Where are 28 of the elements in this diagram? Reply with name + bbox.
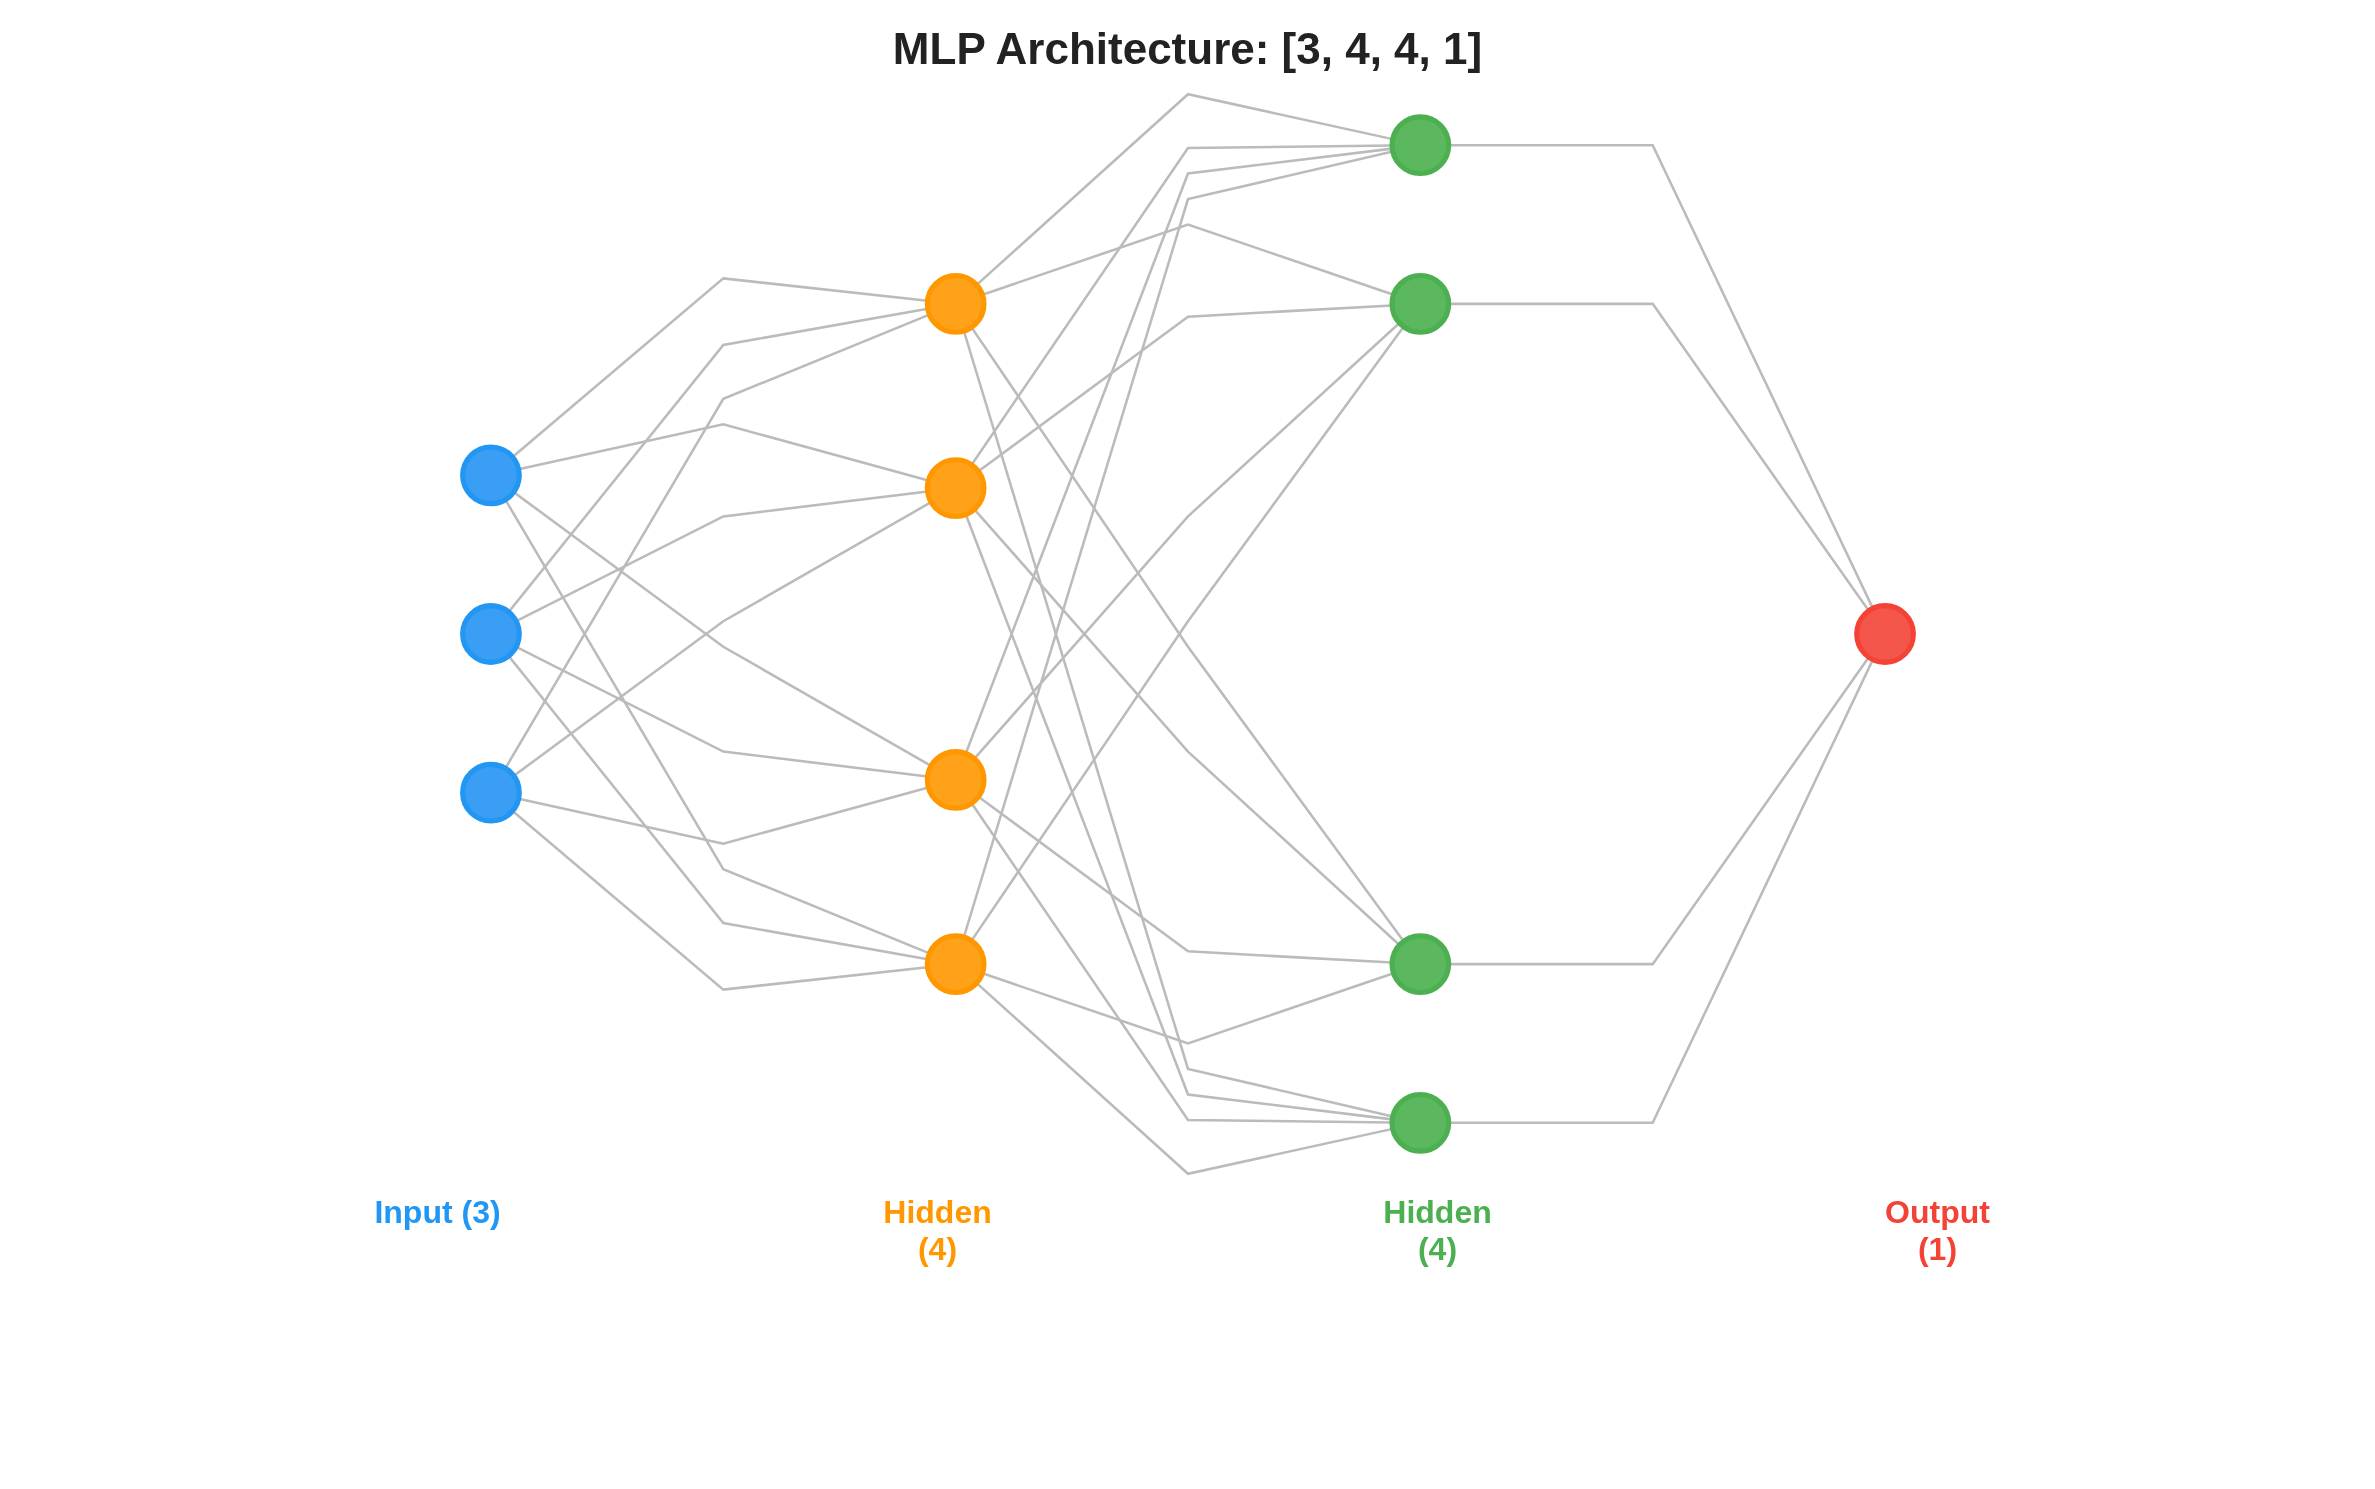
node-circle	[459, 761, 522, 824]
node-circle	[459, 444, 522, 507]
diagram-title: MLP Architecture: [3, 4, 4, 1]	[891, 24, 1484, 74]
node-circle	[1388, 114, 1451, 177]
connector	[970, 802, 1392, 1124]
node-circle	[924, 273, 987, 335]
node-circle	[1853, 603, 1916, 665]
node-circle	[459, 603, 522, 665]
layer-label: Hidden (4)	[1382, 1194, 1493, 1268]
connector	[1448, 143, 1874, 609]
node-circle	[1388, 1091, 1451, 1154]
connector	[964, 514, 1392, 1121]
layer-label: Output (1)	[1884, 1194, 1991, 1268]
layer-label: Input (3)	[373, 1194, 502, 1232]
connector	[1448, 656, 1870, 966]
node-circle	[1388, 273, 1451, 335]
node-circle	[924, 457, 987, 519]
connector	[503, 313, 930, 769]
layer-label: Hidden (4)	[882, 1194, 993, 1268]
connector	[970, 144, 1392, 466]
node-circle	[1388, 933, 1451, 995]
node-circle	[924, 749, 987, 811]
connector	[970, 326, 1405, 942]
connector	[964, 147, 1392, 754]
connector	[1448, 659, 1874, 1125]
node-circle	[924, 933, 987, 995]
connector	[503, 499, 930, 955]
connector	[1448, 302, 1870, 612]
